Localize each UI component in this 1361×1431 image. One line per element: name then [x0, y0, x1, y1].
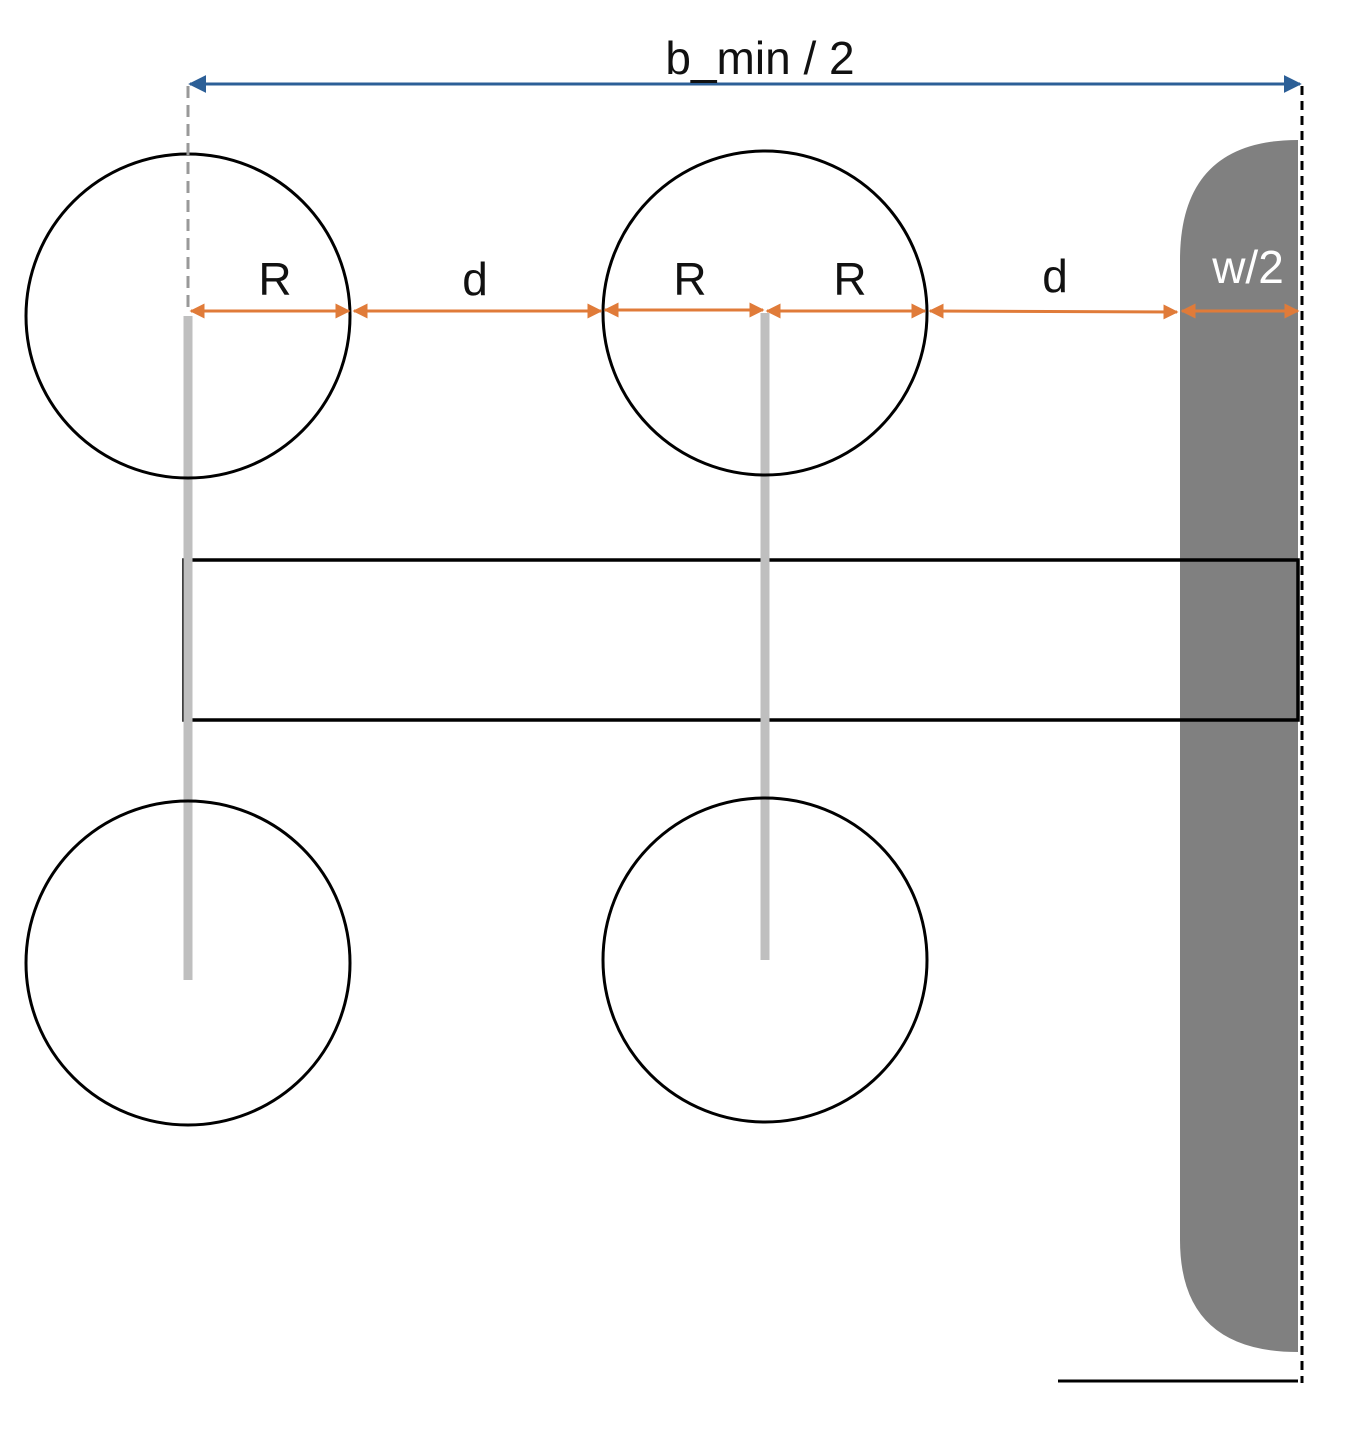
wheel-bottom-center — [601, 796, 929, 1124]
gap-label-2: d — [1042, 250, 1068, 302]
gap-arrow-2 — [928, 303, 1179, 320]
segment-dimension-arrows — [189, 302, 1300, 320]
total-width-label: b_min / 2 — [665, 32, 854, 84]
radius-label-2: R — [673, 253, 706, 305]
radius-label-1: R — [258, 253, 291, 305]
gap-label-1: d — [462, 253, 488, 305]
wheel-bottom-left — [24, 799, 352, 1127]
wall-half-section — [1180, 140, 1298, 1352]
half-width-label: w/2 — [1211, 241, 1284, 293]
radius-label-3: R — [833, 253, 866, 305]
beam-rectangle — [182, 558, 1300, 722]
wheel-top-center — [601, 149, 929, 477]
